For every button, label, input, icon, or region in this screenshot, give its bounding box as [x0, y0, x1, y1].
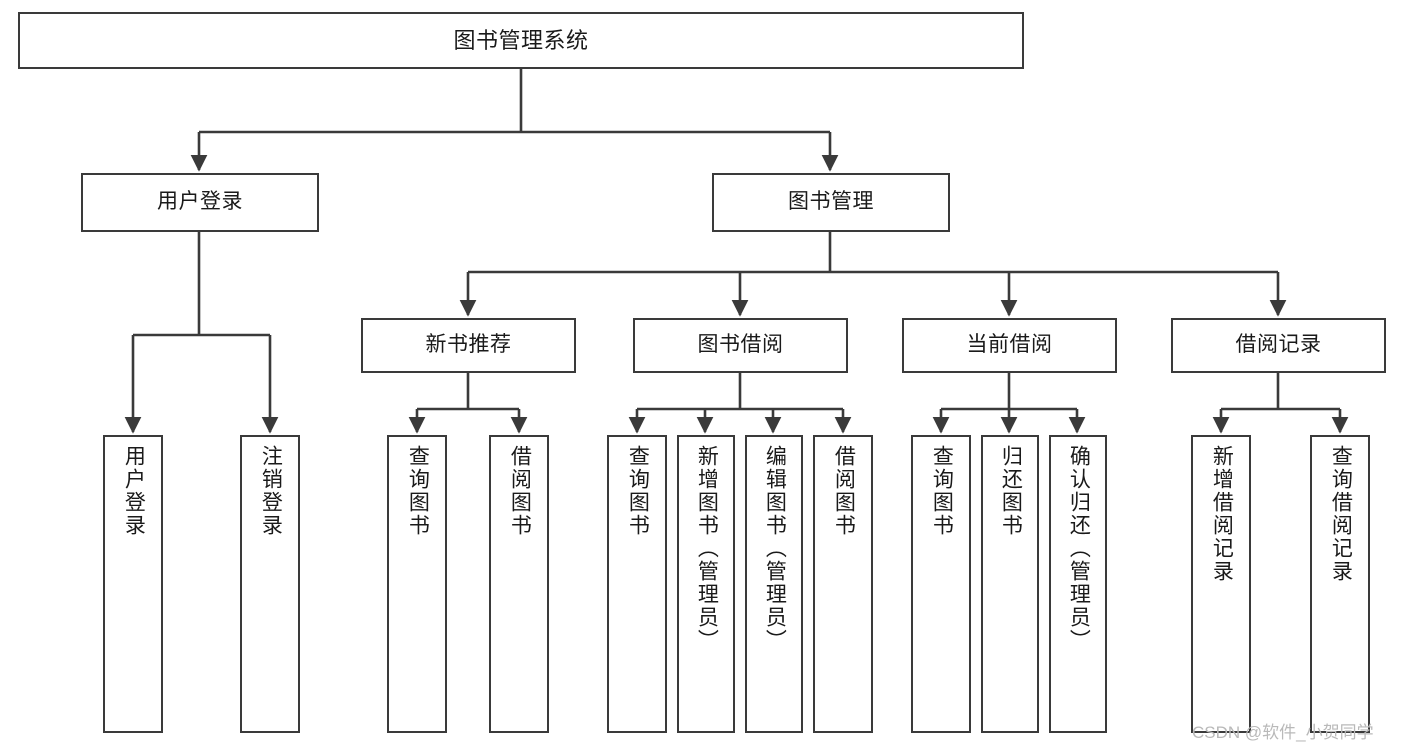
leaf-borrow-add-book-admin[interactable]: 新增图书（管理员） [677, 435, 735, 733]
node-book-borrow[interactable]: 图书借阅 [633, 318, 848, 373]
leaf-borrow-add-book-admin-label: 新增图书（管理员） [695, 445, 719, 652]
leaf-current-query-book-label: 查询图书 [930, 445, 954, 537]
leaf-record-query-record[interactable]: 查询借阅记录 [1310, 435, 1370, 733]
node-new-book-recommend-label: 新书推荐 [425, 333, 512, 357]
leaf-borrow-query-book[interactable]: 查询图书 [607, 435, 667, 733]
leaf-borrow-edit-book-admin-label: 编辑图书（管理员） [763, 445, 787, 652]
leaf-user-login-logout-label: 注销登录 [259, 445, 283, 537]
leaf-recommend-query-book[interactable]: 查询图书 [387, 435, 447, 733]
csdn-watermark: CSDN @软件_小贺同学 [1192, 723, 1374, 742]
node-root-label: 图书管理系统 [453, 27, 589, 53]
leaf-borrow-borrow-book-label: 借阅图书 [832, 445, 856, 537]
leaf-current-return-book-label: 归还图书 [999, 445, 1023, 537]
leaf-current-confirm-return-admin-label: 确认归还（管理员） [1067, 445, 1091, 652]
leaf-recommend-query-book-label: 查询图书 [406, 445, 430, 537]
leaf-current-return-book[interactable]: 归还图书 [981, 435, 1039, 733]
node-book-management-label: 图书管理 [788, 190, 874, 214]
node-borrow-record[interactable]: 借阅记录 [1171, 318, 1386, 373]
leaf-record-add-record[interactable]: 新增借阅记录 [1191, 435, 1251, 733]
leaf-recommend-borrow-book-label: 借阅图书 [508, 445, 532, 537]
leaf-recommend-borrow-book[interactable]: 借阅图书 [489, 435, 549, 733]
leaf-borrow-edit-book-admin[interactable]: 编辑图书（管理员） [745, 435, 803, 733]
leaf-borrow-query-book-label: 查询图书 [626, 445, 650, 537]
leaf-current-confirm-return-admin[interactable]: 确认归还（管理员） [1049, 435, 1107, 733]
leaf-user-login-logout[interactable]: 注销登录 [240, 435, 300, 733]
leaf-borrow-borrow-book[interactable]: 借阅图书 [813, 435, 873, 733]
leaf-user-login-login[interactable]: 用户登录 [103, 435, 163, 733]
node-user-login[interactable]: 用户登录 [81, 173, 319, 232]
leaf-user-login-login-label: 用户登录 [122, 445, 146, 537]
node-current-borrow[interactable]: 当前借阅 [902, 318, 1117, 373]
node-current-borrow-label: 当前借阅 [966, 333, 1053, 357]
node-user-login-label: 用户登录 [157, 190, 243, 214]
leaf-current-query-book[interactable]: 查询图书 [911, 435, 971, 733]
node-book-borrow-label: 图书借阅 [697, 333, 784, 357]
leaf-record-query-record-label: 查询借阅记录 [1329, 445, 1353, 583]
node-root[interactable]: 图书管理系统 [18, 12, 1024, 69]
leaf-record-add-record-label: 新增借阅记录 [1210, 445, 1234, 583]
node-book-management[interactable]: 图书管理 [712, 173, 950, 232]
node-borrow-record-label: 借阅记录 [1235, 333, 1322, 357]
node-new-book-recommend[interactable]: 新书推荐 [361, 318, 576, 373]
